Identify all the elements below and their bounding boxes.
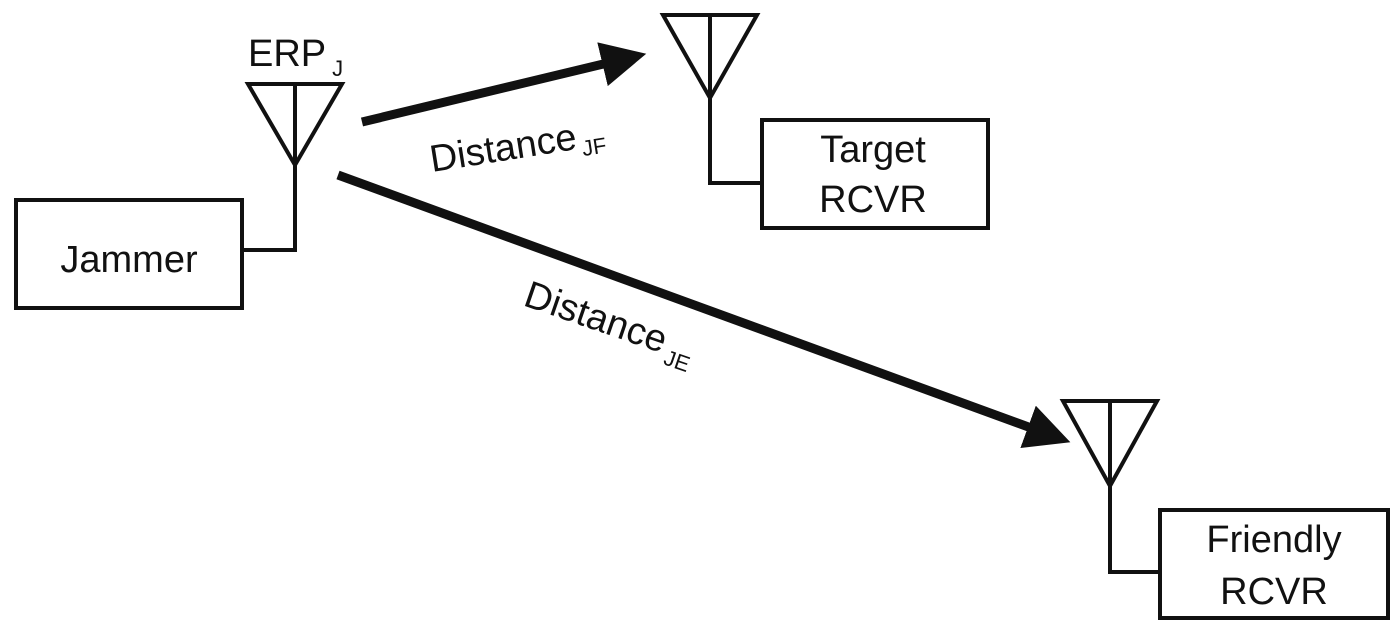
target-rcvr-box: Target RCVR [760, 118, 990, 230]
jammer-box: Jammer [14, 198, 244, 310]
target-antenna-icon [659, 13, 762, 185]
jammer-label: Jammer [60, 239, 198, 281]
arrow-jammer-to-friendly [336, 170, 1071, 448]
friendly-antenna-icon [1059, 399, 1161, 574]
arrow-jammer-to-target [360, 42, 647, 127]
friendly-label-line2: RCVR [1220, 571, 1328, 613]
distance-je-label: DistanceJE [517, 274, 700, 377]
friendly-label-line1: Friendly [1206, 519, 1341, 561]
friendly-rcvr-box: Friendly RCVR [1158, 508, 1390, 620]
target-label-line2: RCVR [819, 179, 927, 221]
jammer-antenna-icon [242, 82, 346, 252]
distance-jf-label: DistanceJF [427, 112, 608, 185]
target-label-line1: Target [820, 129, 926, 171]
